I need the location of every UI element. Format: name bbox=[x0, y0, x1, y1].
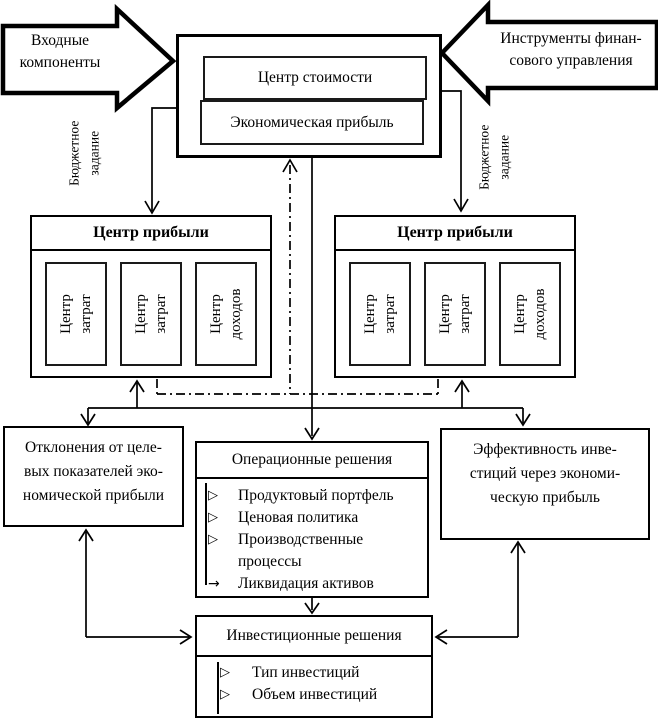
profit-center-right-children: Центр затрат Центр затрат Центр доходов bbox=[336, 251, 574, 376]
connector-main-horizontal bbox=[80, 379, 531, 427]
list-item: ▷ Объем инвестиций bbox=[219, 684, 425, 706]
budget-task-text-left: Бюджетное задание bbox=[66, 120, 102, 186]
deviations-box: Отклонения от целе- вых показателей эко-… bbox=[3, 426, 184, 527]
operational-decisions-box: Операционные решения ▷ Продуктовый портф… bbox=[195, 441, 429, 598]
item-text: Ценовая политика bbox=[238, 509, 359, 526]
cost-center-label: Центр затрат bbox=[132, 293, 169, 334]
budget-task-label-left: Бюджетное задание bbox=[40, 108, 130, 198]
tools-block-arrow bbox=[438, 0, 658, 107]
connector-feedback-dashdot bbox=[282, 158, 298, 394]
item-text: Ликвидация активов bbox=[238, 575, 374, 592]
profit-center-left-title: Центр прибыли bbox=[32, 217, 270, 251]
value-center-box: Центр стоимости Экономическая прибыль bbox=[176, 34, 442, 158]
operational-decisions-title: Операционные решения bbox=[197, 443, 427, 479]
budget-task-label-right: Бюджетное задание bbox=[450, 112, 540, 202]
item-text: Производственные процессы bbox=[238, 531, 364, 570]
connector-budget-left bbox=[144, 107, 176, 215]
right-arrow-icon: → bbox=[208, 576, 220, 592]
cost-center-box: Центр затрат bbox=[45, 261, 107, 366]
triangle-arrow-icon: ▷ bbox=[208, 510, 218, 525]
revenue-center-label: Центр доходов bbox=[511, 288, 548, 339]
list-item: ▷ Тип инвестиций bbox=[219, 662, 425, 684]
cost-center-label: Центр затрат bbox=[361, 293, 398, 334]
list-item: → Ликвидация активов bbox=[207, 573, 421, 595]
cost-center-box: Центр затрат bbox=[120, 261, 182, 366]
budget-task-text-right: Бюджетное задание bbox=[476, 124, 512, 190]
value-center-title: Центр стоимости bbox=[257, 69, 373, 86]
bullet-rail bbox=[205, 483, 207, 585]
list-item: ▷ Производственные процессы bbox=[207, 529, 421, 573]
list-item: ▷ Ценовая политика bbox=[207, 507, 421, 529]
operational-items: ▷ Продуктовый портфель ▷ Ценовая политик… bbox=[207, 485, 421, 595]
value-center-title-box: Центр стоимости bbox=[203, 56, 427, 100]
triangle-arrow-icon: ▷ bbox=[208, 532, 218, 547]
connector-dashdot-horizontal bbox=[156, 379, 439, 395]
connector-investment-deviations bbox=[78, 528, 193, 645]
cost-center-label: Центр затрат bbox=[436, 293, 473, 334]
connector-op-to-investment bbox=[304, 598, 320, 615]
triangle-arrow-icon: ▷ bbox=[220, 687, 230, 702]
cost-center-box: Центр затрат bbox=[424, 261, 486, 366]
bullet-rail bbox=[217, 662, 219, 714]
investment-decisions-title: Инвестиционные решения bbox=[197, 617, 431, 657]
profit-center-right: Центр прибыли Центр затрат Центр затрат … bbox=[334, 215, 576, 378]
input-block-arrow bbox=[0, 3, 177, 113]
list-item: ▷ Продуктовый портфель bbox=[207, 485, 421, 507]
economic-profit-box: Экономическая прибыль bbox=[200, 100, 424, 145]
cost-center-label: Центр затрат bbox=[57, 293, 94, 334]
profit-center-right-title: Центр прибыли bbox=[336, 217, 574, 251]
item-text: Продуктовый портфель bbox=[238, 487, 394, 504]
tools-arrow-label: Инструменты финан- сового управления bbox=[500, 30, 642, 69]
profit-center-left-children: Центр затрат Центр затрат Центр доходов bbox=[32, 251, 270, 376]
input-arrow-label: Входные компоненты bbox=[19, 32, 101, 71]
efficiency-box: Эффективность инве- стиций через экономи… bbox=[440, 428, 650, 540]
connector-center-down bbox=[304, 158, 320, 441]
item-text: Объем инвестиций bbox=[252, 686, 378, 703]
cost-center-box: Центр затрат bbox=[349, 261, 411, 366]
connector-budget-right bbox=[441, 90, 469, 213]
triangle-arrow-icon: ▷ bbox=[208, 488, 218, 503]
investment-decisions-box: Инвестиционные решения ▷ Тип инвестиций … bbox=[195, 615, 433, 718]
revenue-center-box: Центр доходов bbox=[195, 261, 257, 366]
triangle-arrow-icon: ▷ bbox=[220, 665, 230, 680]
revenue-center-label: Центр доходов bbox=[207, 288, 244, 339]
investment-items: ▷ Тип инвестиций ▷ Объем инвестиций bbox=[219, 662, 425, 706]
profit-center-left: Центр прибыли Центр затрат Центр затрат … bbox=[30, 215, 272, 378]
connector-investment-efficiency bbox=[434, 540, 526, 645]
revenue-center-box: Центр доходов bbox=[499, 261, 561, 366]
economic-profit-label: Экономическая прибыль bbox=[230, 113, 394, 131]
item-text: Тип инвестиций bbox=[252, 664, 360, 681]
